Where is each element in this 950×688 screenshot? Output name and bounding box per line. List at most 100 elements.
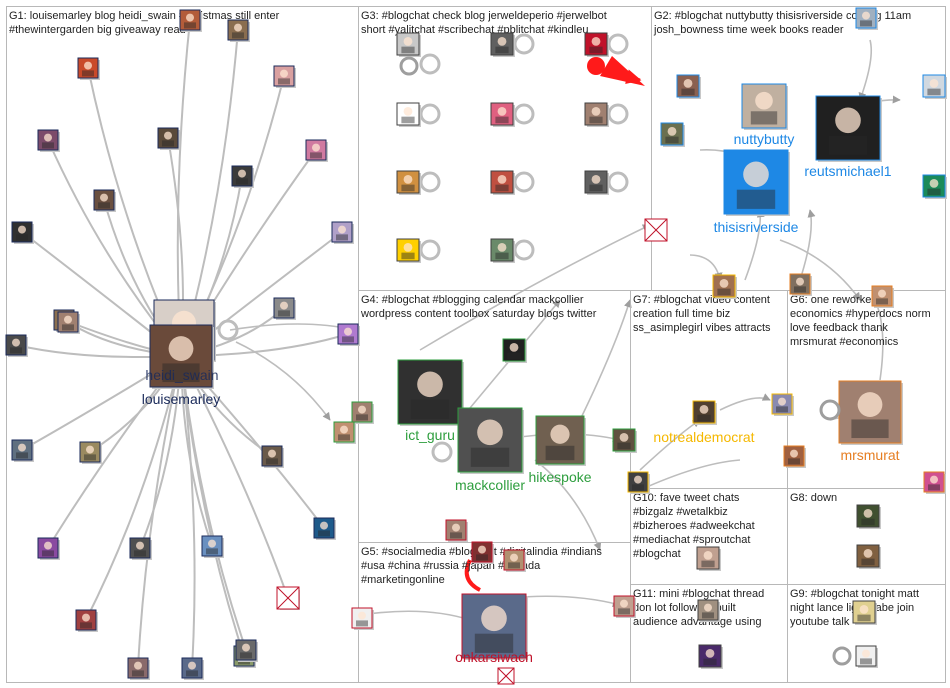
node-label-mackcollier[interactable]: mackcollier bbox=[455, 477, 525, 493]
avatar-body bbox=[42, 142, 54, 149]
node-label-onkarsiwach[interactable]: onkarsiwach bbox=[455, 649, 533, 665]
profile-avatar-icon-ict-guru[interactable] bbox=[397, 359, 464, 426]
profile-avatar-icon-g3-9[interactable] bbox=[396, 238, 421, 263]
profile-avatar-icon-15[interactable] bbox=[783, 445, 806, 468]
profile-avatar-icon-8[interactable] bbox=[333, 421, 356, 444]
profile-avatar-icon-13[interactable] bbox=[871, 285, 894, 308]
profile-avatar-icon-18[interactable] bbox=[856, 504, 881, 529]
profile-avatar-icon-22[interactable] bbox=[351, 607, 374, 630]
labels-layer: louisemarley heidi_swain nuttybutty reutsmi… bbox=[142, 131, 900, 665]
self-loop-icon bbox=[419, 103, 441, 125]
profile-avatar-icon-louisemarley[interactable] bbox=[149, 324, 214, 389]
group-label-g10-line3: #bizheroes #adweekchat bbox=[633, 520, 755, 532]
node-label-thisisriverside[interactable]: thisisriverside bbox=[714, 219, 799, 235]
profile-avatar-icon-g3-0[interactable] bbox=[396, 32, 421, 57]
profile-avatar-icon-0[interactable] bbox=[676, 74, 701, 99]
profile-avatar-icon-g3-3[interactable] bbox=[396, 102, 421, 127]
profile-avatar-icon-23[interactable] bbox=[613, 595, 636, 618]
node-label-ict-guru[interactable]: ict_guru bbox=[405, 427, 455, 443]
profile-avatar-icon-g1-0[interactable] bbox=[179, 9, 202, 32]
profile-avatar-icon-26[interactable] bbox=[698, 644, 723, 669]
profile-avatar-icon-2[interactable] bbox=[922, 74, 947, 99]
profile-avatar-icon-g1-9[interactable] bbox=[11, 221, 34, 244]
profile-avatar-icon-nuttybutty[interactable] bbox=[741, 83, 788, 130]
profile-avatar-icon-g1-24[interactable] bbox=[127, 657, 150, 680]
profile-avatar-icon-g1-3[interactable] bbox=[273, 65, 296, 88]
profile-avatar-icon-g3-1[interactable] bbox=[490, 32, 515, 57]
profile-avatar-icon-g3-6[interactable] bbox=[396, 170, 421, 195]
avatar-face bbox=[862, 649, 870, 658]
profile-avatar-icon-21[interactable] bbox=[471, 541, 494, 564]
profile-avatar-icon-g1-4[interactable] bbox=[37, 129, 60, 152]
profile-avatar-icon-3[interactable] bbox=[922, 174, 947, 199]
profile-avatar-icon-g3-10[interactable] bbox=[490, 238, 515, 263]
profile-avatar-icon-g1-5[interactable] bbox=[157, 127, 180, 150]
profile-avatar-icon-g1-6[interactable] bbox=[305, 139, 328, 162]
profile-avatar-icon-mackcollier[interactable] bbox=[457, 407, 524, 474]
profile-avatar-icon-17[interactable] bbox=[696, 546, 721, 571]
profile-avatar-icon-g1-10[interactable] bbox=[331, 221, 354, 244]
profile-avatar-icon-g3-5[interactable] bbox=[584, 102, 609, 127]
profile-avatar-icon-g1-8[interactable] bbox=[93, 189, 116, 212]
avatar-face bbox=[44, 133, 52, 142]
profile-avatar-icon-12[interactable] bbox=[627, 471, 650, 494]
profile-avatar-icon-g1-20[interactable] bbox=[37, 537, 60, 560]
node-label-notrealdemocrat[interactable]: notrealdemocrat bbox=[653, 429, 754, 445]
node-label-reutsmichael1[interactable]: reutsmichael1 bbox=[804, 163, 891, 179]
profile-avatar-icon-g3-7[interactable] bbox=[490, 170, 515, 195]
profile-avatar-icon-g1-2[interactable] bbox=[77, 57, 100, 80]
profile-avatar-icon-thisisriverside[interactable] bbox=[723, 149, 790, 216]
profile-avatar-icon-g1-17[interactable] bbox=[79, 441, 102, 464]
profile-avatar-icon-24[interactable] bbox=[503, 549, 526, 572]
avatar-face bbox=[620, 599, 628, 608]
self-loop-icon bbox=[513, 239, 535, 261]
profile-avatar-icon-4[interactable] bbox=[855, 7, 878, 30]
group-label-g4-line1: G4: #blogchat #blogging calendar mackcol… bbox=[361, 294, 584, 306]
profile-avatar-icon-onkarsiwach[interactable] bbox=[461, 593, 528, 660]
profile-avatar-icon-g1-25[interactable] bbox=[181, 657, 204, 680]
profile-avatar-icon-16[interactable] bbox=[923, 471, 946, 494]
profile-avatar-icon-19[interactable] bbox=[856, 544, 881, 569]
profile-avatar-icon-g1-18[interactable] bbox=[261, 445, 284, 468]
profile-avatar-icon-11[interactable] bbox=[712, 274, 737, 299]
node-label-mrsmurat[interactable]: mrsmurat bbox=[840, 447, 899, 463]
profile-avatar-icon-g1-28[interactable] bbox=[235, 639, 258, 662]
profile-avatar-icon-28[interactable] bbox=[855, 645, 878, 668]
profile-avatar-icon-14[interactable] bbox=[789, 273, 812, 296]
profile-avatar-icon-7[interactable] bbox=[351, 401, 374, 424]
avatar-body bbox=[736, 189, 776, 209]
avatar-face bbox=[403, 174, 413, 184]
profile-avatar-icon-10[interactable] bbox=[771, 393, 794, 416]
profile-avatar-icon-27[interactable] bbox=[852, 600, 877, 625]
profile-avatar-icon-hikespoke[interactable] bbox=[535, 415, 586, 466]
node-label-hikespoke[interactable]: hikespoke bbox=[528, 469, 591, 485]
profile-avatar-icon-g1-12[interactable] bbox=[57, 311, 80, 334]
edge-cross-9 bbox=[719, 393, 771, 411]
avatar-body bbox=[857, 614, 871, 622]
edge-g1-24 bbox=[137, 355, 185, 669]
profile-avatar-icon-20[interactable] bbox=[445, 519, 468, 542]
profile-avatar-icon-g1-13[interactable] bbox=[273, 297, 296, 320]
profile-avatar-icon-g3-8[interactable] bbox=[584, 170, 609, 195]
profile-avatar-icon-1[interactable] bbox=[660, 122, 685, 147]
profile-avatar-icon-mrsmurat[interactable] bbox=[838, 380, 903, 445]
profile-avatar-icon-25[interactable] bbox=[697, 599, 720, 622]
node-label-nuttybutty[interactable]: nuttybutty bbox=[734, 131, 795, 147]
profile-avatar-icon-g1-22[interactable] bbox=[201, 535, 224, 558]
profile-avatar-icon-g3-4[interactable] bbox=[490, 102, 515, 127]
node-label-heidi-swain[interactable]: heidi_swain bbox=[145, 367, 218, 383]
profile-avatar-icon-g1-14[interactable] bbox=[5, 334, 28, 357]
profile-avatar-icon-g3-2[interactable] bbox=[584, 32, 609, 57]
profile-avatar-icon-g1-1[interactable] bbox=[227, 19, 250, 42]
profile-avatar-icon-5[interactable] bbox=[502, 338, 527, 363]
profile-avatar-icon-g1-15[interactable] bbox=[337, 323, 360, 346]
profile-avatar-icon-g1-19[interactable] bbox=[313, 517, 336, 540]
profile-avatar-icon-g1-16[interactable] bbox=[11, 439, 34, 462]
profile-avatar-icon-g1-23[interactable] bbox=[75, 609, 98, 632]
profile-avatar-icon-6[interactable] bbox=[612, 428, 637, 453]
profile-avatar-icon-9[interactable] bbox=[692, 400, 717, 425]
profile-avatar-icon-g1-7[interactable] bbox=[231, 165, 254, 188]
profile-avatar-icon-reutsmichael1[interactable] bbox=[815, 95, 882, 162]
node-label-louisemarley[interactable]: louisemarley bbox=[142, 391, 221, 407]
profile-avatar-icon-g1-21[interactable] bbox=[129, 537, 152, 560]
